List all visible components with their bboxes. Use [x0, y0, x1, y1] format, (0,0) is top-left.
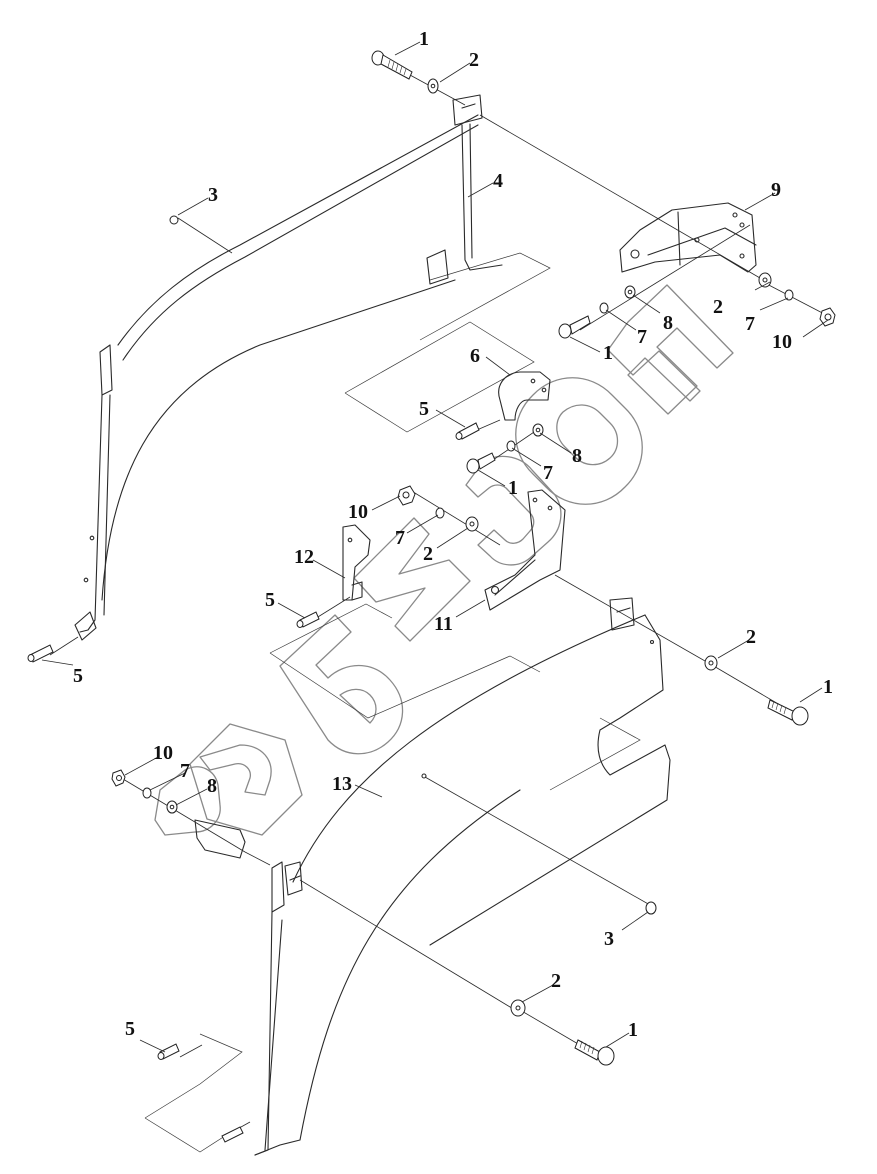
watermark: [154, 284, 734, 836]
callout-label: 5: [73, 665, 83, 687]
callout-label: 2: [713, 296, 723, 318]
pin-icon: [296, 611, 320, 628]
lock-washer-icon: [784, 289, 794, 301]
lock-washer-icon: [142, 787, 152, 799]
callout-label: 9: [771, 179, 781, 201]
callout-label: 6: [470, 345, 480, 367]
rivet-icon: [645, 901, 657, 915]
fender-panel-13: [254, 597, 671, 1156]
nut-icon: [397, 485, 416, 506]
bolt-icon: [767, 699, 809, 726]
bracket-part-12: [342, 524, 371, 601]
bolt-icon: [371, 50, 413, 80]
pin-icon: [157, 1043, 180, 1060]
callout-label: 7: [637, 326, 647, 348]
rivet-icon: [169, 215, 179, 225]
callout-label: 2: [469, 49, 479, 71]
callout-label: 11: [434, 613, 453, 635]
washer-icon: [427, 78, 439, 94]
washer-icon: [166, 800, 178, 814]
assembly-outlines: [144, 252, 641, 1153]
callout-label: 8: [207, 775, 217, 797]
nut-icon: [111, 769, 126, 787]
callout-label: 12: [294, 546, 314, 568]
lock-washer-icon: [435, 507, 445, 519]
callout-label: 3: [604, 928, 614, 950]
pin-icon: [27, 644, 54, 663]
pin-icon: [221, 1126, 244, 1143]
callout-label: 5: [419, 398, 429, 420]
bracket-part-11: [484, 489, 566, 611]
callout-label: 10: [153, 742, 173, 764]
callout-label: 8: [663, 312, 673, 334]
bracket-part-6: [498, 371, 551, 421]
nut-icon: [819, 307, 836, 327]
hardware: [27, 50, 836, 1143]
bracket-part-9: [619, 202, 757, 273]
lock-washer-icon: [599, 302, 609, 314]
callout-label: 5: [125, 1018, 135, 1040]
callout-label: 1: [603, 342, 613, 364]
callout-label: 4: [493, 170, 503, 192]
upper-fender-assembly: [74, 94, 503, 641]
washer-icon: [624, 285, 636, 299]
callout-label: 3: [208, 184, 218, 206]
callout-label: 7: [395, 527, 405, 549]
callout-label: 1: [419, 28, 429, 50]
washer-icon: [704, 655, 718, 671]
callout-label: 2: [551, 970, 561, 992]
watermark-letter-o: [515, 377, 643, 505]
watermark-logo: [189, 723, 303, 836]
watermark-letter-b: [279, 614, 404, 755]
bolt-icon: [558, 315, 591, 339]
callout-label: 8: [572, 445, 582, 467]
callout-label: 7: [543, 462, 553, 484]
bolt-icon: [574, 1039, 615, 1066]
callout-leaders: [41, 41, 829, 1053]
washer-icon: [465, 516, 479, 532]
watermark-letter-i: [353, 517, 471, 642]
callout-label: 7: [180, 760, 190, 782]
callout-label: 2: [746, 626, 756, 648]
assembly-axes: [49, 74, 833, 1133]
callout-label: 2: [423, 543, 433, 565]
watermark-letter-n: [607, 284, 734, 415]
callout-label: 1: [508, 477, 518, 499]
lower-bracket-icon: [194, 819, 246, 859]
callout-label: 10: [772, 331, 792, 353]
callout-label: 7: [745, 313, 755, 335]
callout-label: 13: [332, 773, 352, 795]
washer-icon: [510, 999, 526, 1017]
callout-label: 1: [823, 676, 833, 698]
pin-icon: [455, 422, 480, 440]
callout-labels: 1 2 3 4 9 2 7 8 7 10 1 6 5 8 7 1 10 7 2 …: [73, 28, 833, 1041]
callout-label: 10: [348, 501, 368, 523]
callout-label: 5: [265, 589, 275, 611]
callout-label: 1: [628, 1019, 638, 1041]
watermark-letter-z: [465, 455, 562, 566]
bolt-icon: [466, 452, 496, 474]
